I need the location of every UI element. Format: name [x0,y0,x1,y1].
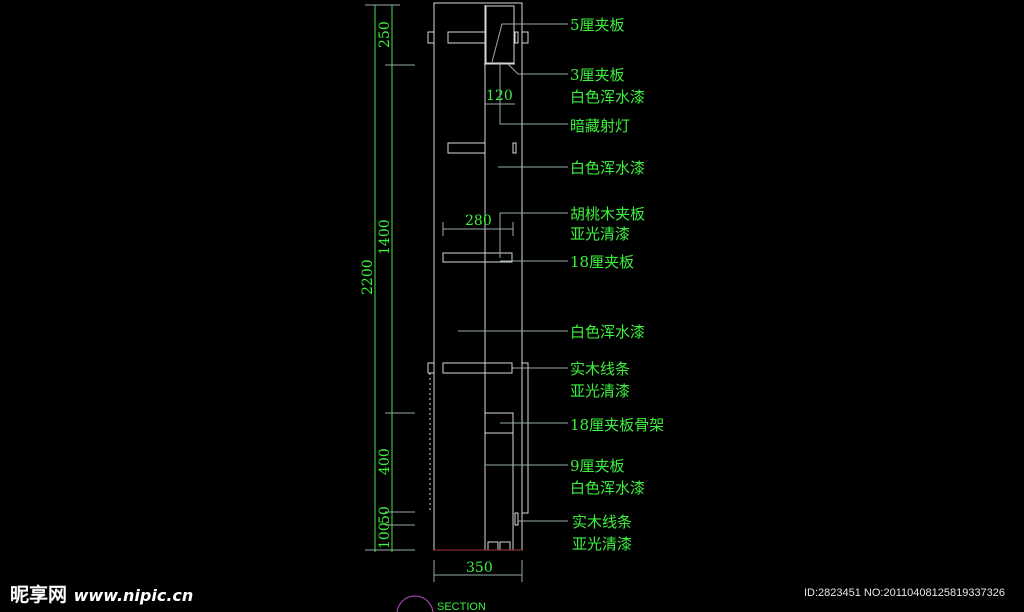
label-white-paint: 白色浑水漆 [570,159,645,177]
label-white-paint: 白色浑水漆 [570,88,645,106]
dim-1400: 1400 [377,219,393,255]
dim-400: 400 [377,448,393,475]
dim-350: 350 [466,560,493,576]
watermark: 昵享网 www.nipic.cn [10,580,193,607]
label-matte-varnish: 亚光清漆 [570,382,630,400]
label-hidden-spotlight: 暗藏射灯 [570,117,630,135]
dim-100: 100 [377,522,393,549]
leader-lines [458,23,568,522]
dim-50: 50 [377,506,393,524]
section-marker-circle [396,595,434,612]
dim-2200: 2200 [360,259,376,295]
label-matte-varnish: 亚光清漆 [570,225,630,243]
watermark-url: www.nipic.cn [73,586,194,605]
section-title: SECTION [437,601,486,612]
cabinet-section [427,2,529,551]
label-5mm-plywood: 5厘夹板 [570,16,625,34]
label-white-paint: 白色浑水漆 [570,323,645,341]
dim-250: 250 [377,21,393,48]
label-3mm-plywood: 3厘夹板 [570,66,625,84]
dim-280: 280 [465,213,492,229]
vertical-dimension-lines [365,4,415,552]
label-white-paint: 白色浑水漆 [570,479,645,497]
horizontal-dimensions [433,103,523,582]
label-solid-wood-trim: 实木线条 [572,513,632,531]
label-18mm-frame: 18厘夹板骨架 [570,416,664,434]
dim-120: 120 [486,88,513,104]
label-matte-varnish: 亚光清漆 [572,535,632,553]
watermark-brand: 昵享网 [10,584,68,606]
label-18mm-plywood: 18厘夹板 [570,253,634,271]
image-id: ID:2823451 NO:20110408125819337326 [804,587,1006,599]
label-9mm-plywood: 9厘夹板 [570,457,625,475]
label-solid-wood-trim: 实木线条 [570,360,630,378]
label-walnut-plywood: 胡桃木夹板 [570,205,645,223]
